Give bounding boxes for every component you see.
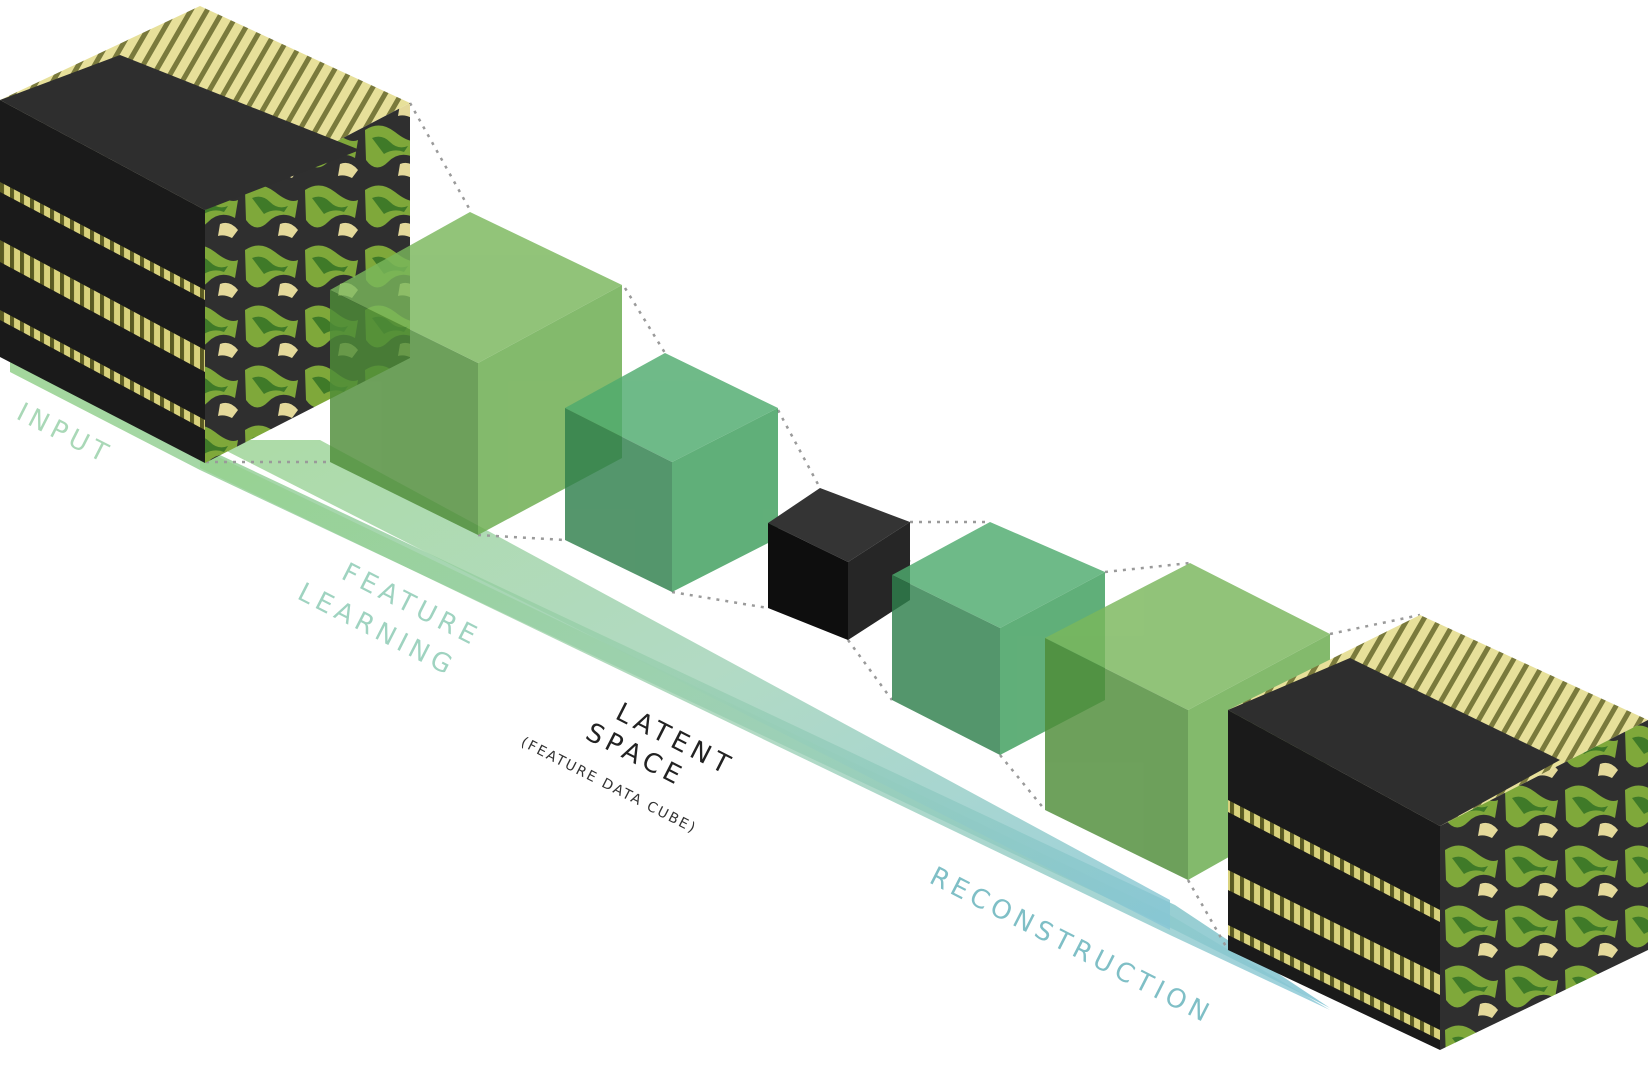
encoder-cube-2: [565, 353, 778, 592]
data-flow-band-floor: [200, 448, 1330, 1010]
data-flow-band-wide: [205, 440, 1170, 930]
output-data-cube: [1228, 615, 1648, 1050]
latent-cube: [768, 488, 910, 640]
input-data-cube: [0, 6, 410, 463]
